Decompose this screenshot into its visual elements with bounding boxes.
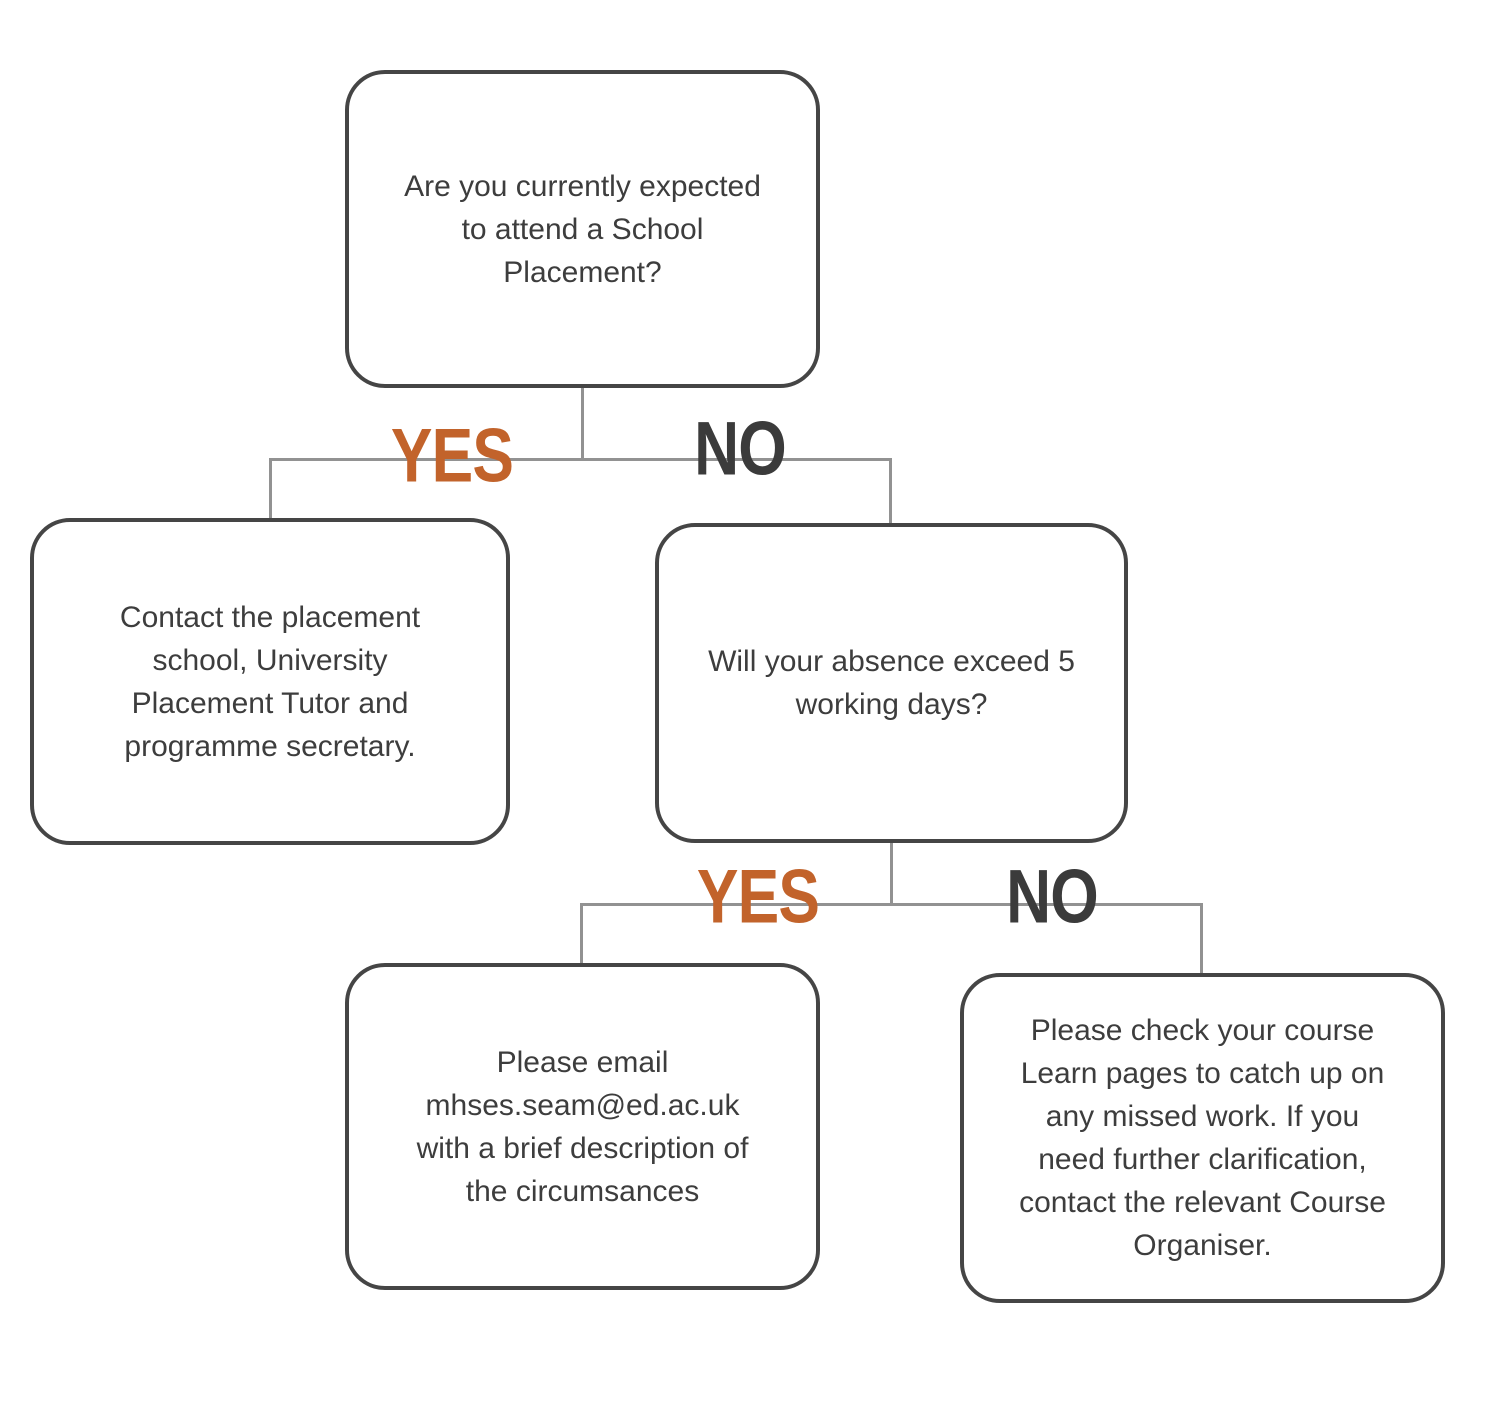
node-text-line: the circumsances [465, 1174, 700, 1208]
node-action-contact-placement-school: Contact the placement school, University… [30, 518, 510, 845]
node-text-line: any missed work. If you [1045, 1100, 1360, 1133]
node-text-line: programme secretary. [124, 729, 416, 763]
connector-rail2-to-email-box [580, 903, 583, 965]
node-text-line: Please email [496, 1045, 669, 1079]
node-text-line: Learn pages to catch up on [1020, 1057, 1385, 1090]
branch-label-q1-no: NO [694, 406, 787, 492]
node-text-line: Placement Tutor and [131, 686, 409, 720]
connector-rail1 [269, 458, 892, 461]
connector-q2-to-rail2 [890, 842, 893, 906]
node-text-line: Will your absence exceed 5 [708, 645, 1075, 678]
connector-q1-to-rail1 [581, 388, 584, 460]
node-text-line: Placement? [503, 255, 662, 289]
node-text-line: school, University [152, 643, 388, 677]
node-action-check-learn-pages: Please check your course Learn pages to … [960, 973, 1445, 1303]
branch-label-q1-yes: YES [390, 413, 514, 499]
connector-rail1-to-contact-box [269, 458, 272, 520]
node-text-line: contact the relevant Course [1019, 1186, 1386, 1219]
node-question-absence-exceed-5-days: Will your absence exceed 5 working days? [655, 523, 1128, 843]
connector-rail1-to-q2-box [889, 458, 892, 525]
node-text-line: Contact the placement [119, 600, 421, 634]
branch-label-q2-yes: YES [696, 854, 820, 940]
node-text-line: Organiser. [1133, 1229, 1272, 1262]
node-text-line: Please check your course [1030, 1014, 1375, 1047]
node-text-line: need further clarification, [1038, 1143, 1367, 1176]
node-text-line: Are you currently expected [404, 169, 761, 203]
branch-label-q2-no: NO [1006, 854, 1099, 940]
node-text-line: to attend a School [461, 212, 704, 246]
node-text-line: with a brief description of [416, 1131, 749, 1165]
connector-rail2 [580, 903, 1203, 906]
node-text-line-email-address: mhses.seam@ed.ac.uk [425, 1088, 740, 1122]
node-text-line: working days? [795, 688, 988, 721]
node-action-email-seam: Please email mhses.seam@ed.ac.uk with a … [345, 963, 820, 1290]
node-question-school-placement: Are you currently expected to attend a S… [345, 70, 820, 388]
connector-rail2-to-learn-box [1200, 903, 1203, 975]
